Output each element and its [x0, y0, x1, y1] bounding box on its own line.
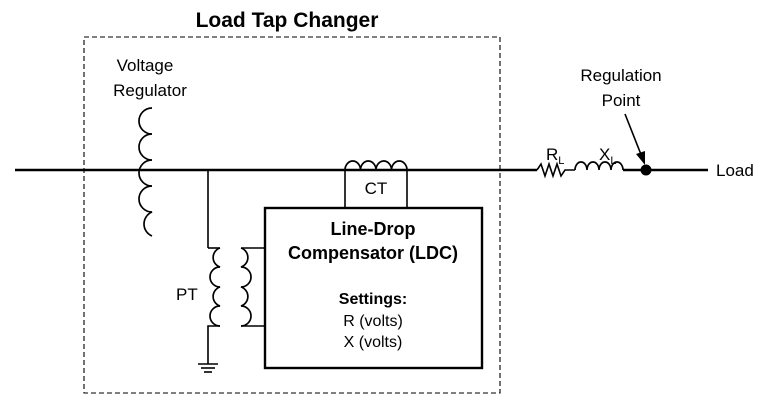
- xl-label: XL: [599, 145, 616, 167]
- pt-label: PT: [176, 285, 198, 304]
- regulation-point-label-line2: Point: [602, 91, 641, 110]
- ldc-setting-r: R (volts): [343, 313, 403, 330]
- line-reactance-icon: [574, 161, 624, 171]
- rl-label-sub: L: [558, 155, 564, 167]
- voltage-regulator-label-line1: Voltage: [117, 56, 174, 75]
- ldc-box: [263, 206, 484, 370]
- ldc-setting-x: X (volts): [344, 334, 403, 351]
- ldc-title-line2: Compensator (LDC): [288, 243, 458, 263]
- ct-coil-icon: [344, 160, 408, 171]
- diagram-title: Load Tap Changer: [196, 9, 379, 32]
- load-label: Load: [716, 161, 754, 180]
- regulation-point-label-line1: Regulation: [580, 66, 661, 85]
- load-tap-changer-boundary: [83, 36, 501, 394]
- pt-primary-lead-bottom: [207, 325, 220, 364]
- pt-primary-coil-icon: [209, 247, 221, 327]
- ct-label: CT: [365, 179, 388, 198]
- regulation-point-arrow: [624, 113, 643, 158]
- pt-secondary-coil-icon: [240, 247, 252, 327]
- regulation-point-dot: [640, 164, 652, 176]
- ldc-title-line1: Line-Drop: [331, 219, 416, 239]
- voltage-regulator-coil-icon: [138, 107, 153, 237]
- xl-label-main: X: [599, 145, 610, 164]
- ldc-settings-label: Settings:: [339, 291, 407, 308]
- ground-icon: [198, 363, 218, 373]
- regulation-point-arrowhead-icon: [636, 151, 645, 165]
- rl-label-main: R: [546, 145, 558, 164]
- rl-label: RL: [546, 145, 564, 167]
- xl-label-sub: L: [610, 155, 616, 167]
- voltage-regulator-label-line2: Regulator: [113, 81, 187, 100]
- line-resistance-icon: [536, 161, 575, 179]
